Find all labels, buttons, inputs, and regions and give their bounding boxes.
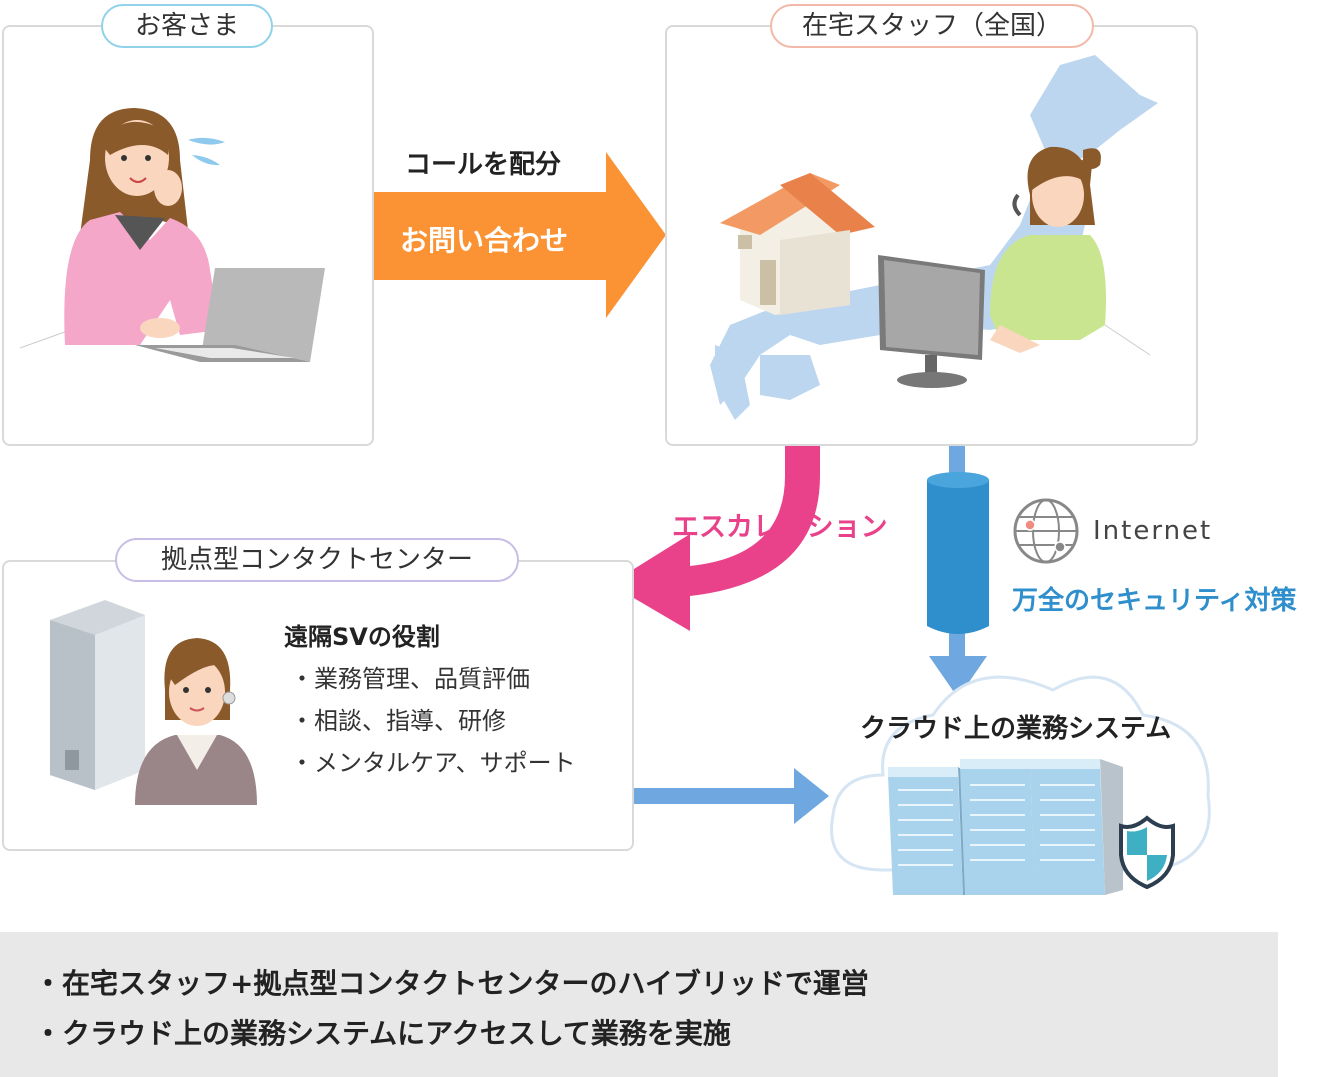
japan-map-illustration xyxy=(710,55,1158,420)
cloud-system-illustration xyxy=(830,675,1211,895)
center-to-cloud-arrow xyxy=(634,768,829,824)
internet-label: Internet xyxy=(1093,516,1213,546)
escalation-arrow xyxy=(610,446,820,631)
supervisor-illustration xyxy=(135,638,257,805)
customer-illustration xyxy=(19,108,325,362)
remote-sv-title: 遠隔SVの役割 xyxy=(284,623,440,651)
summary-line: ・クラウド上の業務システムにアクセスして業務を実施 xyxy=(34,1017,731,1050)
shield-icon xyxy=(1119,815,1175,890)
globe-icon xyxy=(1013,498,1079,564)
sv-item: ・相談、指導、研修 xyxy=(290,707,506,735)
summary-line: ・在宅スタッフ+拠点型コンタクトセンターのハイブリッドで運営 xyxy=(34,967,869,1000)
security-label: 万全のセキュリティ対策 xyxy=(1012,586,1297,616)
building-illustration xyxy=(50,600,145,790)
internet-tunnel xyxy=(927,446,989,698)
home-staff-label: 在宅スタッフ（全国） xyxy=(770,4,1094,48)
cloud-system-label: クラウド上の業務システム xyxy=(860,714,1172,744)
sv-item: ・メンタルケア、サポート xyxy=(290,749,576,777)
inquiry-label: お問い合わせ xyxy=(400,224,569,257)
call-arrow xyxy=(374,152,666,318)
summary-footer: ・在宅スタッフ+拠点型コンタクトセンターのハイブリッドで運営 ・クラウド上の業務… xyxy=(0,932,1278,1077)
escalation-label: エスカレーション xyxy=(672,512,888,543)
contact-center-label: 拠点型コンタクトセンター xyxy=(115,538,519,582)
call-distribution-caption: コールを配分 xyxy=(405,150,562,180)
sv-item: ・業務管理、品質評価 xyxy=(290,665,530,693)
customer-label: お客さま xyxy=(101,4,273,48)
